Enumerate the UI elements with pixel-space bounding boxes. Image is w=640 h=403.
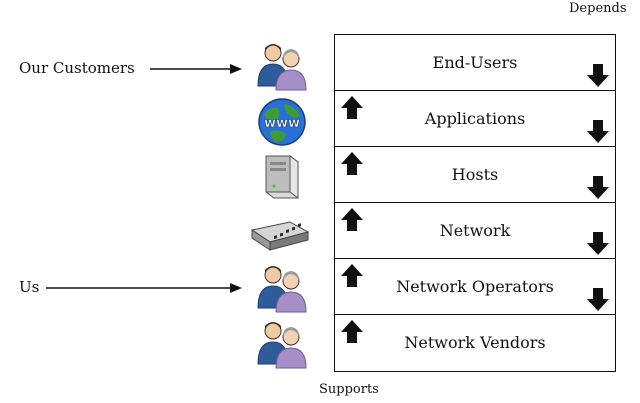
layer-label: Network [439,221,511,240]
layer-label: Applications [424,109,526,128]
arrow-up-icon [341,320,363,343]
layer-label: End-Users [432,53,518,72]
our-customers-arrow [150,64,242,74]
layer-network-operators: Network Operators [335,259,615,315]
layer-applications: Applications [335,91,615,147]
users-icon [257,266,307,313]
users-icon [257,322,307,369]
layer-label: Network Vendors [404,333,546,352]
globe-www-icon: www [258,98,306,146]
depends-label: Depends [569,1,627,16]
layer-network: Network [335,203,615,259]
layer-stack: End-Users Applications Hosts Network [334,34,616,372]
arrow-down-icon [587,120,609,143]
server-icon [265,155,299,199]
layer-label: Network Operators [396,277,554,296]
us-label: Us [19,278,40,296]
arrow-up-icon [341,152,363,175]
network-switch-icon [250,221,310,251]
arrow-up-icon [341,208,363,231]
arrow-down-icon [587,176,609,199]
layer-hosts: Hosts [335,147,615,203]
arrow-down-icon [587,288,609,311]
us-arrow [46,283,242,293]
arrow-up-icon [341,96,363,119]
users-icon [257,44,307,91]
svg-text:www: www [264,116,300,131]
arrow-up-icon [341,264,363,287]
arrow-down-icon [587,64,609,87]
supports-label: Supports [319,382,379,397]
arrow-down-icon [587,232,609,255]
our-customers-label: Our Customers [19,59,135,77]
layer-end-users: End-Users [335,35,615,91]
layer-label: Hosts [451,165,499,184]
layer-network-vendors: Network Vendors [335,315,615,371]
